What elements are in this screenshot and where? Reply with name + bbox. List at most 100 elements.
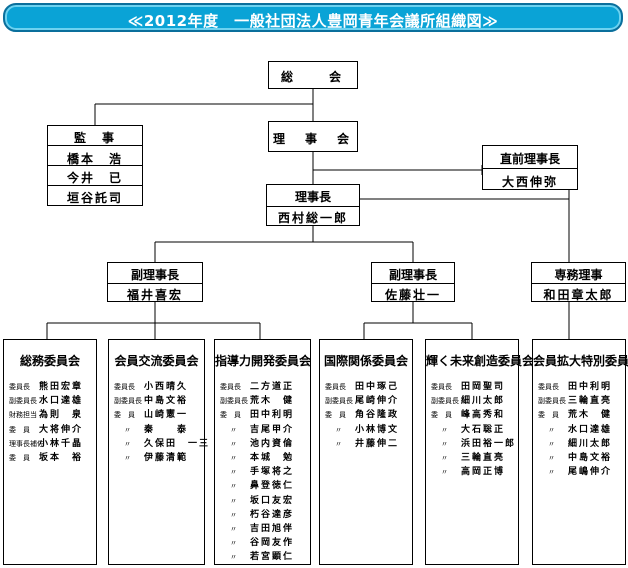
committee-member: 委 員荒木 健	[538, 407, 612, 420]
member-role: 〃	[230, 496, 237, 505]
committee-box: 指導力開発委員会委員長二方道正副委員長荒木 健委 員田中利明〃吉尾甲介〃池内資倫…	[214, 339, 311, 565]
member-name: 田岡聖司	[461, 382, 506, 392]
fuku1-name: 福井喜宏	[126, 288, 183, 302]
committee-member: 〃浜田裕一郎	[431, 436, 516, 449]
committee-member: 〃若宮顕仁	[220, 549, 294, 562]
senmu-name: 和田章太郎	[543, 288, 614, 302]
committee-name: 会員交流委員会	[114, 354, 199, 368]
committee-member: 〃久保田 一三	[114, 436, 210, 449]
fuku2-label: 副理事長	[388, 268, 437, 282]
member-role: 委 員	[114, 411, 135, 420]
member-name: 為則 泉	[39, 410, 84, 421]
member-name: 峰高秀和	[461, 410, 506, 421]
member-role: 〃	[230, 425, 237, 434]
committee-box: 会員拡大特別委員会委員長田中利明副委員長三輪直亮委 員荒木 健〃水口達雄〃細川太…	[532, 339, 628, 565]
member-name: 池内資倫	[250, 438, 295, 449]
committee-member: 委員長田中琢己	[325, 379, 399, 392]
committee-member: 〃 大石聡正	[431, 422, 505, 435]
committee-member: 委 員角谷隆政	[325, 407, 399, 420]
member-role: 〃	[548, 454, 555, 462]
committee-member: 委員長田中利明	[538, 379, 612, 392]
committee-member: 委員長二方道正	[220, 379, 294, 392]
member-role: 委 員	[9, 425, 30, 434]
member-name: 山崎憲一	[144, 410, 189, 421]
committee-member: 副委員長中島文裕	[114, 393, 188, 406]
member-role: 〃	[230, 510, 237, 519]
committee-member: 副委員長尾崎伸介	[325, 393, 399, 406]
member-role: 〃	[441, 425, 448, 434]
chokuzen-label: 直前理事長	[499, 152, 560, 166]
committee-member: 〃高岡正博	[431, 464, 505, 477]
member-role: 副委員長	[538, 397, 566, 406]
member-role: 委 員	[538, 411, 559, 420]
member-name: 角谷隆政	[355, 410, 400, 421]
member-role: 委員長	[431, 383, 452, 391]
rijicho-box: 理事長 西村総一郎	[266, 184, 360, 226]
committee-member: 理事長補佐小林千晶	[9, 436, 83, 449]
member-role: 〃	[441, 468, 448, 477]
member-role: 〃	[548, 468, 555, 477]
committee-member: 〃吉尾甲介	[220, 422, 294, 435]
member-role: 〃	[230, 482, 237, 491]
member-name: 尾嶋伸介	[568, 467, 613, 478]
committee-member: 〃三輪直亮	[431, 450, 505, 463]
committee-member: 副委員長水口達雄	[9, 393, 83, 406]
member-name: 中島文裕	[144, 396, 189, 407]
member-role: 委 員	[220, 411, 241, 420]
member-name: 秦 泰	[144, 424, 189, 435]
committee-member: 〃手塚将之	[220, 464, 294, 477]
committee-box: 国際関係委員会委員長田中琢己副委員長尾崎伸介委 員角谷隆政〃小林博文〃井藤伸二	[319, 339, 413, 565]
committee-member: 〃細川太郎	[538, 436, 612, 449]
member-role: 副委員長	[9, 397, 37, 406]
member-role: 副委員長	[431, 397, 459, 406]
rijicho-label: 理事長	[294, 190, 331, 204]
member-role: 委員長	[114, 383, 135, 391]
rijicho-name: 西村総一郎	[277, 211, 348, 225]
kanji-member: 今井 已	[66, 171, 123, 185]
committee-name: 会員拡大特別委員会	[533, 354, 628, 368]
member-role: 委 員	[325, 411, 346, 420]
member-role: 〃	[335, 425, 342, 434]
member-name: 小林千晶	[39, 438, 84, 449]
committee-member: 副委員長三輪直亮	[538, 393, 612, 406]
fuku2-box: 副理事長 佐藤壮一	[371, 262, 455, 302]
rijikai-label: 理 事 会	[272, 132, 353, 146]
committee-member: 〃 中島文裕	[538, 450, 612, 463]
member-name: 水口達雄	[568, 424, 613, 435]
fuku1-label: 副理事長	[130, 268, 179, 282]
chart-title: ≪2012年度 一般社団法人豊岡青年会議所組織図≫	[127, 12, 499, 30]
fuku2-name: 佐藤壮一	[384, 288, 441, 302]
member-name: 坂本 裕	[39, 453, 84, 463]
member-role: 〃	[124, 439, 131, 448]
committee-name: 指導力開発委員会	[215, 354, 312, 368]
committee-box: 輝く未来創造委員会委員長田岡聖司副委員長細川太郎委 員峰高秀和〃大石聡正〃浜田裕…	[425, 339, 534, 565]
member-role: 〃	[441, 454, 448, 462]
member-name: 若宮顕仁	[250, 552, 295, 563]
committee-member: 委 員大将伸介	[9, 422, 83, 435]
committee-member: 〃吉田旭伴	[220, 521, 294, 534]
member-name: 朽谷達彦	[250, 509, 295, 520]
kanji-member: 垣谷託司	[66, 191, 123, 205]
kanji-label: 監 事	[73, 131, 116, 145]
committee-member: 〃水口達雄	[538, 422, 612, 435]
member-role: 副委員長	[325, 397, 353, 406]
member-role: 〃	[230, 439, 237, 448]
committee-member: 委 員坂本 裕	[9, 450, 83, 463]
member-name: 大石聡正	[461, 424, 506, 435]
member-name: 中島文裕	[568, 453, 613, 463]
committee-member: 委員長熊田宏章	[9, 379, 83, 392]
member-name: 二方道正	[250, 382, 295, 392]
fuku1-box: 副理事長 福井喜宏	[107, 262, 203, 302]
member-role: 〃	[441, 439, 448, 448]
member-role: 理事長補佐	[9, 439, 44, 448]
committee-member: 委 員田中利明	[220, 407, 294, 420]
member-name: 手塚将之	[250, 467, 295, 478]
member-name: 尾崎伸介	[355, 396, 400, 407]
member-name: 大将伸介	[39, 424, 84, 435]
member-role: 〃	[230, 525, 237, 533]
member-name: 田中琢己	[355, 382, 400, 392]
member-name: 谷岡友作	[250, 538, 295, 549]
committee-member: 副委員長荒木 健	[220, 393, 294, 406]
member-role: 副委員長	[220, 397, 248, 406]
member-role: 委員長	[538, 383, 559, 391]
